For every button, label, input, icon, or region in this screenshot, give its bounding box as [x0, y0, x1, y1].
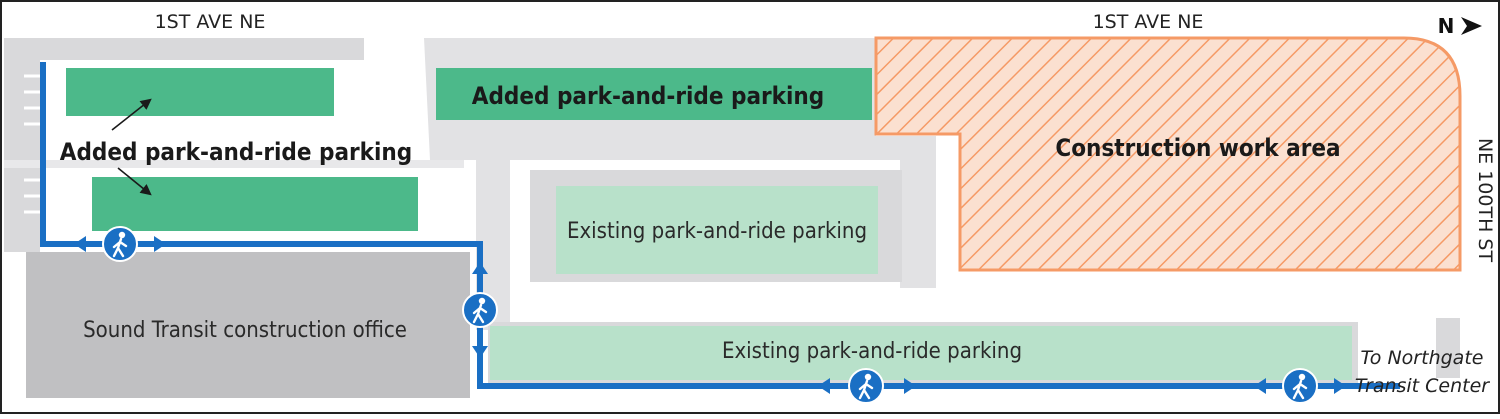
pedestrian-icon: [1281, 367, 1319, 405]
added-parking-area-1: [66, 68, 334, 116]
added-parking-area-2: [92, 177, 418, 231]
road-strip: [4, 38, 364, 60]
construction-work-area-label: Construction work area: [1055, 134, 1340, 162]
construction-office-label: Sound Transit construction office: [83, 318, 407, 343]
street-label-1st-ave-east: 1ST AVE NE: [1093, 11, 1204, 33]
construction-work-area: [874, 36, 1462, 272]
pedestrian-icon: [847, 367, 885, 405]
pedestrian-icon: [461, 291, 499, 329]
existing-parking-center-label: Existing park-and-ride parking: [567, 219, 867, 244]
road-strip: [4, 160, 464, 168]
existing-parking-area-center: [556, 186, 878, 274]
road-strip: [1436, 318, 1460, 378]
parking-stall-marks: [24, 74, 40, 214]
destination-label-line1: To Northgate: [1361, 347, 1484, 369]
leader-arrow-icon: [117, 167, 152, 196]
walkway-arrows: [74, 236, 1346, 394]
existing-parking-bottom-label: Existing park-and-ride parking: [722, 339, 1022, 364]
street-label-1st-ave-west: 1ST AVE NE: [155, 11, 266, 33]
existing-parking-area-bottom: [490, 326, 1352, 380]
added-parking-top-label: Added park-and-ride parking: [472, 82, 825, 110]
construction-office-building: [26, 252, 470, 398]
north-arrow-icon: [1461, 17, 1482, 35]
added-parking-label: Added park-and-ride parking: [60, 138, 413, 166]
street-label-ne-100th: NE 100TH ST: [1474, 138, 1496, 263]
pedestrian-walkway: [40, 62, 1400, 389]
destination-label-line2: Transit Center: [1355, 375, 1490, 397]
added-parking-area-top: [436, 68, 872, 120]
north-label: N: [1438, 14, 1455, 38]
leader-arrow-icon: [111, 98, 152, 131]
road-strip: [4, 238, 40, 252]
pedestrian-icon: [101, 225, 139, 263]
